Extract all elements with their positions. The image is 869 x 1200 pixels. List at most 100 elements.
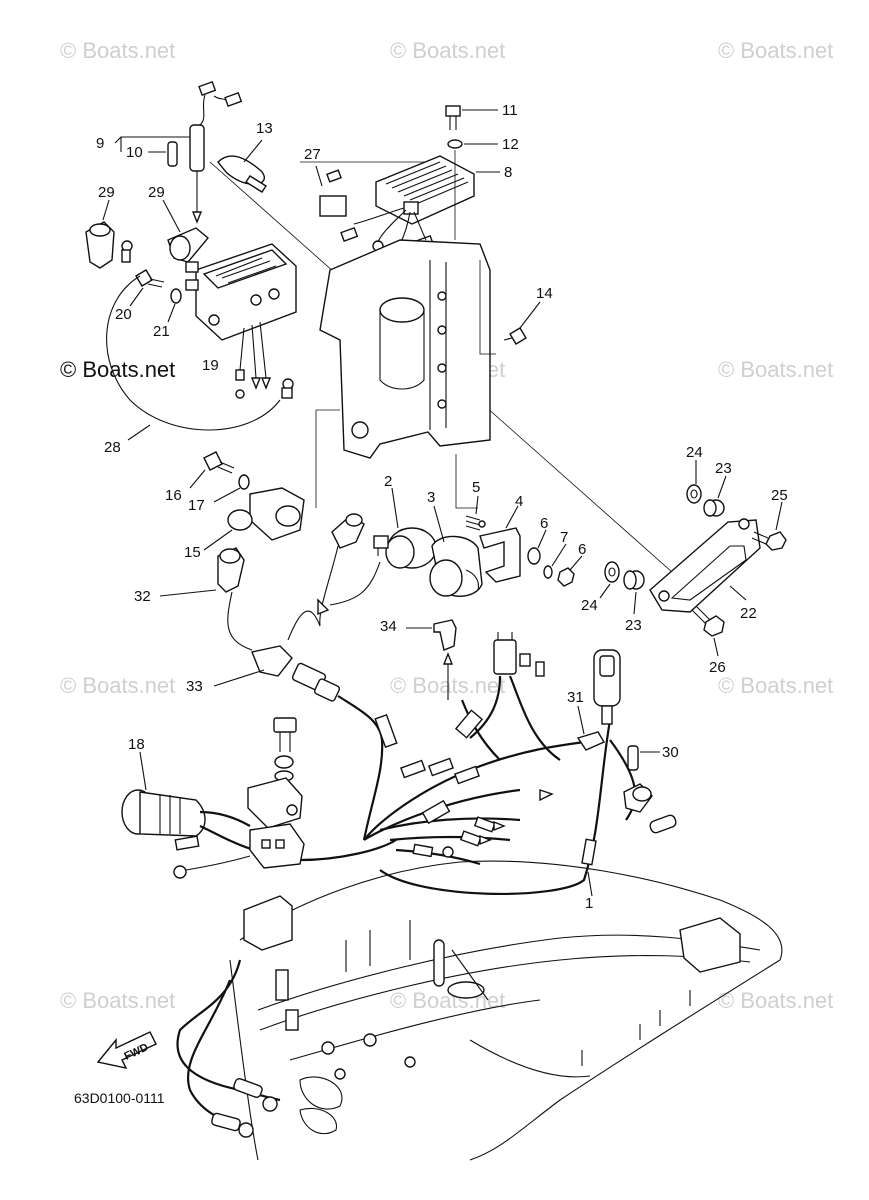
clamp-bracket (247, 717, 305, 869)
part-34-clip (433, 619, 457, 651)
part-6-nut (527, 547, 541, 565)
center-line (455, 454, 478, 509)
leader (162, 199, 181, 233)
part-17-washer (238, 474, 250, 490)
callout-18: 18 (128, 736, 145, 753)
callout-22: 22 (740, 605, 757, 622)
callout-19: 19 (202, 357, 219, 374)
callout-13: 13 (256, 120, 273, 137)
watermark: © Boats.net (60, 38, 176, 63)
part-19-cdi-unit (185, 243, 297, 399)
part-24-collar (604, 561, 620, 583)
leader (729, 585, 747, 601)
electrical-bracket (319, 239, 491, 459)
callout-30: 30 (662, 744, 679, 761)
watermark: © Boats.net (718, 38, 834, 63)
part-21-washer (170, 288, 182, 304)
callout-24: 24 (686, 444, 703, 461)
bottom-cowling (229, 860, 783, 1161)
leader (139, 751, 147, 791)
lanyard-cap (593, 649, 621, 725)
terminal (173, 865, 187, 879)
callout-27: 27 (304, 146, 321, 163)
part-16-bolt (203, 451, 235, 474)
callout-9: 9 (96, 135, 105, 152)
connector (649, 814, 677, 834)
bracket-9 (114, 136, 190, 144)
leader (189, 469, 206, 489)
part-25-bolt (751, 531, 787, 551)
arrow (442, 652, 454, 665)
leader (213, 669, 265, 687)
callout-29: 29 (98, 184, 115, 201)
part-27-terminal (326, 169, 342, 183)
callout-33: 33 (186, 678, 203, 695)
part-7-washer (543, 565, 553, 579)
callout-29: 29 (148, 184, 165, 201)
part-10-pin (167, 141, 178, 167)
wire (227, 591, 253, 651)
watermark: © Boats.net (60, 673, 176, 698)
part-13-clip (217, 155, 267, 193)
watermark: © Boats.net (718, 988, 834, 1013)
leader (717, 475, 727, 499)
connector (291, 662, 341, 702)
part-33-coupler (251, 645, 293, 677)
leader (391, 487, 399, 529)
part-14-screw (503, 327, 527, 345)
leader (599, 583, 611, 599)
part-9-connector (189, 80, 243, 224)
callout-31: 31 (567, 689, 584, 706)
connector (319, 195, 347, 217)
callout-11: 11 (502, 102, 518, 119)
leader (159, 589, 217, 597)
leader (519, 301, 541, 329)
callout-15: 15 (184, 544, 201, 561)
callout-6: 6 (578, 541, 587, 558)
callout-28: 28 (104, 439, 121, 456)
callout-2: 2 (384, 473, 393, 490)
terminal (121, 249, 131, 263)
wire (185, 855, 251, 871)
leader (167, 303, 176, 323)
part-6-nut (557, 567, 575, 587)
part-1-harness (299, 675, 637, 896)
leader (315, 165, 323, 187)
part-3-boot (429, 535, 483, 597)
part-30-pin (627, 745, 639, 771)
leader (537, 529, 547, 549)
leader (129, 287, 144, 307)
part-18-grommet (121, 789, 301, 862)
leader (577, 705, 585, 735)
part-22-bracket (649, 518, 761, 613)
callout-32: 32 (134, 588, 151, 605)
part-31-clip (576, 731, 606, 751)
callout-4: 4 (515, 493, 524, 510)
watermark: © Boats.net (60, 988, 176, 1013)
part-8-rectifier (353, 155, 475, 245)
callout-12: 12 (502, 136, 519, 153)
fwd-arrow-icon: FWD (96, 1031, 157, 1069)
leader (475, 495, 479, 515)
callout-10: 10 (126, 144, 143, 161)
callout-23: 23 (625, 617, 642, 634)
wire (329, 561, 381, 606)
watermark: © Boats.net (718, 673, 834, 698)
callout-23: 23 (715, 460, 732, 477)
leader (775, 501, 783, 531)
watermark: © Boats.net (60, 357, 176, 382)
connector (493, 632, 545, 677)
part-12-washer (447, 139, 463, 149)
part-15-clamp (227, 487, 305, 541)
callout-25: 25 (771, 487, 788, 504)
leader (213, 487, 241, 503)
leader (243, 139, 263, 163)
part-5-screw (465, 515, 486, 531)
cap (331, 513, 365, 549)
watermark: © Boats.net (718, 357, 834, 382)
leader (713, 637, 719, 657)
part-23-grommet (623, 570, 645, 590)
wire (287, 545, 339, 641)
